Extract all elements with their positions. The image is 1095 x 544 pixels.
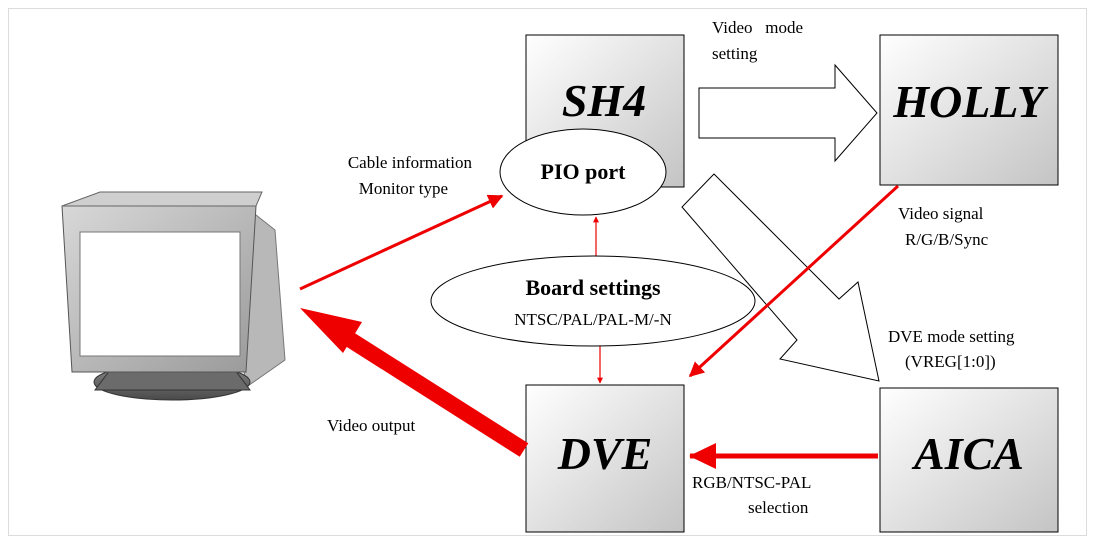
dve-label: DVE bbox=[557, 428, 653, 479]
video-signal-label: Video signal bbox=[898, 204, 984, 223]
pio-port: PIO port bbox=[499, 128, 667, 216]
board-settings-title: Board settings bbox=[525, 275, 661, 300]
holly-block: HOLLY bbox=[879, 34, 1059, 186]
arrow-monitor-to-pio bbox=[299, 194, 504, 291]
arrow-dve-to-monitor-head bbox=[300, 308, 362, 353]
rgb-ntsc-pal-label: RGB/NTSC-PAL bbox=[692, 473, 811, 492]
rgb-sync-label: R/G/B/Sync bbox=[905, 230, 989, 249]
board-settings-subtitle: NTSC/PAL/PAL-M/-N bbox=[514, 310, 671, 329]
video-mode-label-line1: Video mode bbox=[712, 18, 803, 37]
arrow-aica-to-dve-head bbox=[689, 443, 716, 469]
dve-mode-label: DVE mode setting bbox=[888, 327, 1015, 346]
board-settings: Board settings NTSC/PAL/PAL-M/-N bbox=[430, 255, 756, 347]
selection-label: selection bbox=[748, 498, 809, 517]
aica-block: AICA bbox=[879, 387, 1059, 533]
pio-port-label: PIO port bbox=[541, 159, 627, 184]
arrow-holly-to-dve bbox=[688, 184, 900, 378]
dve-block: DVE bbox=[525, 384, 685, 533]
monitor-type-label: Monitor type bbox=[359, 179, 448, 198]
arrow-dve-to-monitor bbox=[330, 323, 529, 457]
hollow-arrow-sh4-to-aica bbox=[681, 173, 880, 382]
holly-label: HOLLY bbox=[892, 76, 1048, 127]
vreg-label: (VREG[1:0]) bbox=[905, 352, 996, 371]
sh4-label: SH4 bbox=[562, 75, 646, 126]
hollow-arrow-sh4-to-holly bbox=[698, 63, 878, 163]
diagram-border bbox=[8, 8, 1087, 536]
cable-info-label: Cable information bbox=[348, 153, 473, 172]
video-output-label: Video output bbox=[327, 416, 415, 435]
aica-label: AICA bbox=[911, 428, 1024, 479]
video-mode-label-line2: setting bbox=[712, 44, 758, 63]
monitor-icon bbox=[61, 191, 286, 401]
